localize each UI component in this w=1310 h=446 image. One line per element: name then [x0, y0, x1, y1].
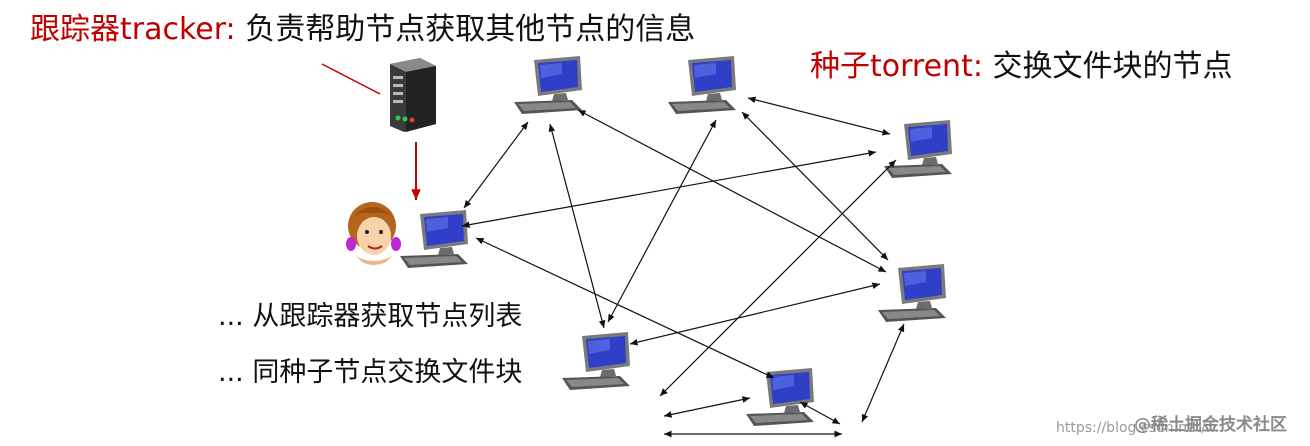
peer-connections — [461, 96, 905, 438]
link-alice-rightupper — [461, 150, 877, 228]
peer-computer-right-upper — [884, 120, 952, 178]
link-alice-topcenter — [463, 121, 529, 209]
watermark-brand: @稀土掘金技术社区 — [1134, 415, 1287, 435]
watermark-url: https://blog.csdn.net/... — [1056, 420, 1220, 436]
peer-computer-top-right — [668, 56, 736, 114]
peer-computer-top-center — [514, 56, 582, 114]
link-topright-bottomleft — [607, 119, 717, 323]
tracker-heading: 跟踪器tracker: 负责帮助节点获取其他节点的信息 — [30, 13, 695, 46]
torrent-heading: 种子torrent: 交换文件块的节点 — [810, 50, 1233, 83]
alice-avatar-icon — [346, 202, 401, 265]
peer-computer-alice — [400, 210, 468, 268]
peer-computer-right-lower — [878, 264, 946, 322]
link-topcenter-rightlower — [577, 109, 887, 273]
peer-computer-bottom-left — [562, 332, 630, 390]
tracker-heading-label: 跟踪器tracker: — [30, 12, 236, 47]
torrent-heading-label: 种子torrent: — [810, 49, 983, 84]
link-topcenter-bottomleft — [548, 123, 606, 329]
peer-computer-bottom-center — [746, 368, 814, 426]
link-rightlower-bottomleft — [629, 282, 881, 346]
step-exchange-chunks: ... 同种子节点交换文件块 — [218, 357, 523, 388]
link-topright-rightupper — [747, 96, 891, 136]
link-bottomcenter-bottomright — [799, 401, 841, 425]
link-topright-rightlower — [741, 111, 889, 261]
link-bottom-bottomcenter — [663, 396, 751, 418]
torrent-heading-description: 交换文件块的节点 — [982, 49, 1233, 84]
link-rightupper-bottom — [659, 159, 897, 397]
tracker-server-icon — [390, 58, 436, 132]
step-get-peer-list: ... 从跟踪器获取节点列表 — [218, 301, 523, 332]
tracker-heading-description: 负责帮助节点获取其他节点的信息 — [235, 12, 696, 47]
link-rightlower-bottomright — [861, 323, 905, 423]
tracker-pointer-line — [321, 63, 381, 95]
